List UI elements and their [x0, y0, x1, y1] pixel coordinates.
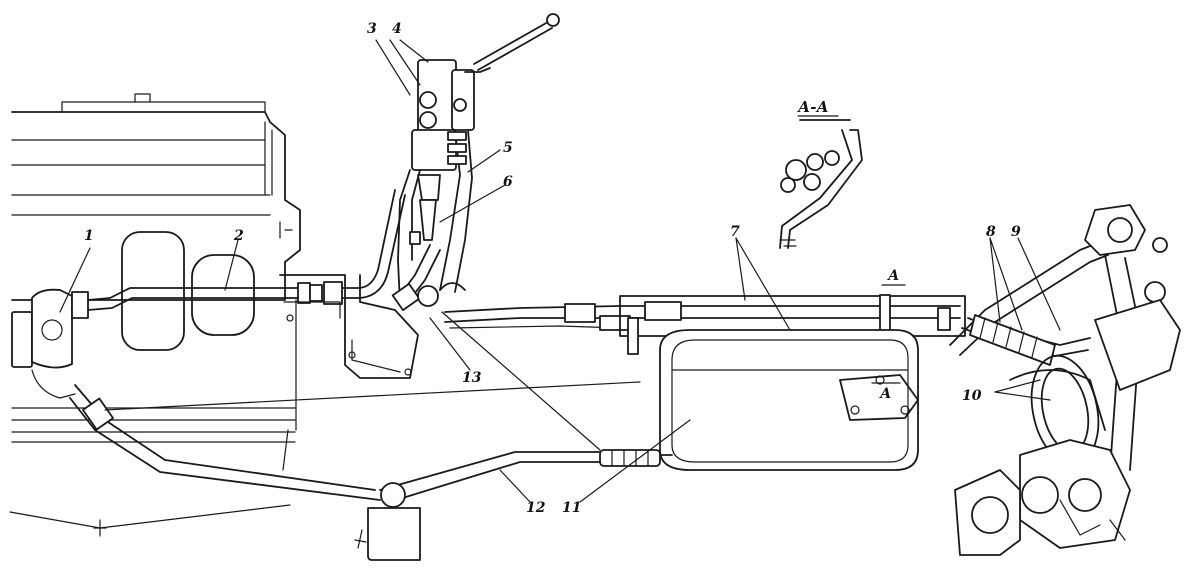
leader-lines [59, 39, 1061, 503]
hydraulic-lines-7 [444, 294, 966, 355]
pressure-line-2 [87, 189, 406, 311]
section-cut-marks [871, 284, 906, 384]
component-1-pump [11, 288, 89, 399]
control-valve-3-4 [391, 13, 560, 312]
callout-8: 8 [986, 224, 996, 240]
callout-12: 12 [526, 500, 546, 516]
oil-tank-11 [659, 329, 919, 471]
mounting-plate [279, 274, 419, 379]
callout-3: 3 [367, 21, 377, 37]
section-mark-top: А [887, 268, 899, 284]
section-a-a-view [779, 119, 863, 249]
callout-6: 6 [503, 174, 513, 190]
callout-7: 7 [730, 224, 740, 240]
engine-block [11, 93, 301, 471]
callout-11: 11 [562, 500, 581, 516]
section-a-a-title: А-А [797, 98, 829, 116]
callout-1: 1 [84, 228, 94, 244]
section-mark-bottom: А [879, 386, 891, 402]
callout-13: 13 [462, 370, 482, 386]
callout-4: 4 [392, 21, 402, 37]
steering-mechanism [949, 204, 1181, 556]
return-line-12 [69, 384, 673, 561]
callout-labels: 1 2 3 4 5 6 7 8 9 10 11 12 13 [84, 21, 1021, 516]
callout-10: 10 [962, 388, 982, 404]
ground-line [9, 504, 291, 537]
callout-5: 5 [503, 140, 513, 156]
callout-9: 9 [1011, 224, 1021, 240]
callout-2: 2 [233, 228, 244, 244]
